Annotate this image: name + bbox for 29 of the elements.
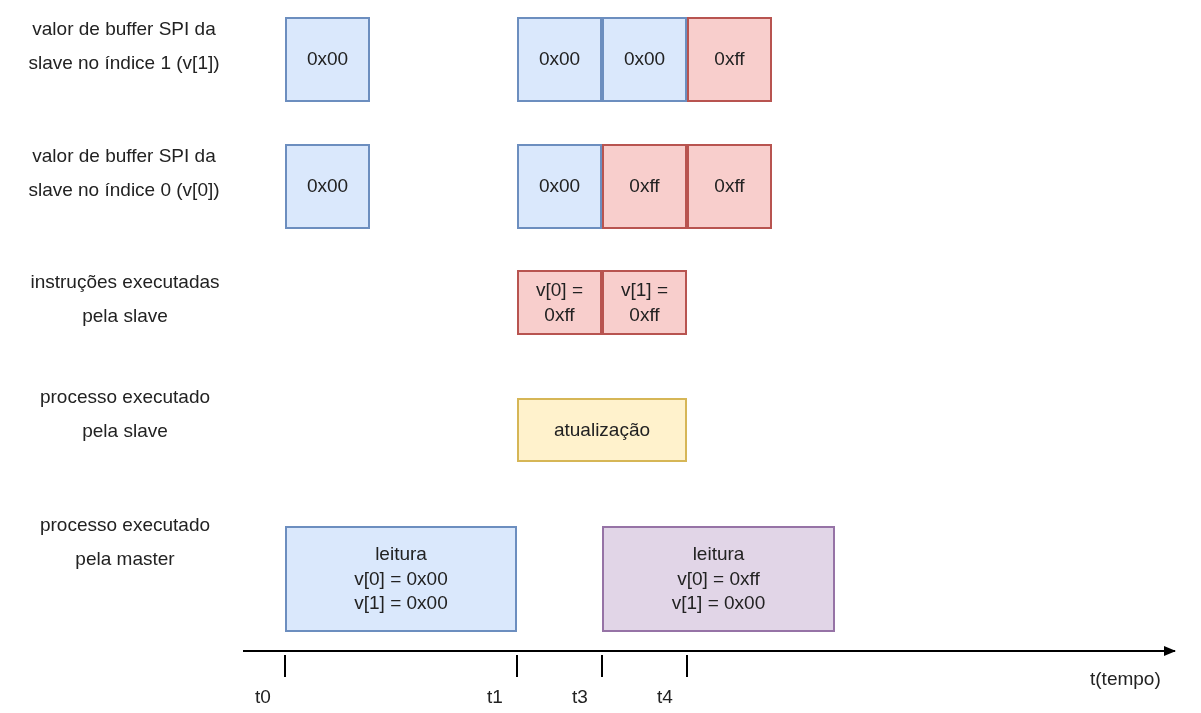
timing-box: 0x00 xyxy=(285,144,370,229)
row-label: processo executado pela slave xyxy=(38,385,212,444)
timing-box xyxy=(602,526,835,632)
timing-box xyxy=(285,526,517,632)
row-label: instruções executadas pela slave xyxy=(29,270,221,329)
timing-box: 0xff xyxy=(602,144,687,229)
box-heading: leitura xyxy=(375,541,427,566)
timing-box: 0xff xyxy=(687,17,772,102)
box-text: v[0] = 0x00 xyxy=(354,566,448,591)
timing-box: 0xff xyxy=(687,144,772,229)
box-heading: leitura xyxy=(692,541,745,566)
tick-label: t3 xyxy=(572,686,588,709)
timing-box: atualização xyxy=(517,398,687,462)
row-label: processo executado pela master xyxy=(38,513,212,572)
timing-box: 0x00 xyxy=(517,17,602,102)
box-text: v[1] = 0x00 xyxy=(671,591,766,616)
row-label: valor de buffer SPI da slave no índice 0 (v[0]) xyxy=(27,144,221,203)
timing-box: v[0] = 0xff xyxy=(517,270,602,335)
timing-box: 0x00 xyxy=(285,17,370,102)
timing-box: v[1] = 0xff xyxy=(602,270,687,335)
timing-box: 0x00 xyxy=(602,17,687,102)
tick-label: t4 xyxy=(657,686,673,709)
axis-label: t(tempo) xyxy=(1090,668,1161,691)
box-text: v[0] = 0xff xyxy=(677,566,760,591)
tick-label: t1 xyxy=(487,686,503,709)
box-text: v[1] = 0x00 xyxy=(354,591,448,616)
timing-box: 0x00 xyxy=(517,144,602,229)
tick-label: t0 xyxy=(255,686,271,709)
row-label: valor de buffer SPI da slave no índice 1 (v[1]) xyxy=(27,17,221,76)
